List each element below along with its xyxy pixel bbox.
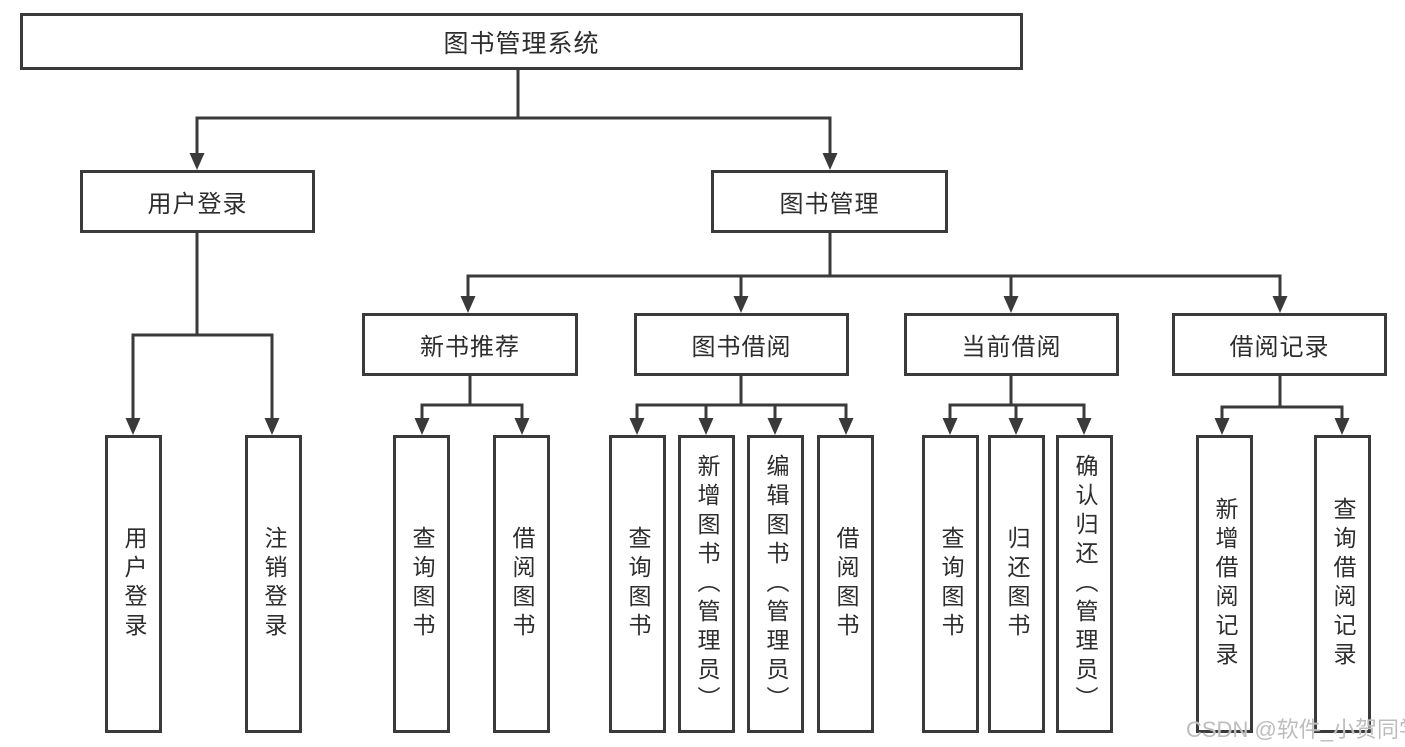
node-new-book-recommend: 新书推荐 xyxy=(362,313,578,376)
leaf-query-books-borrowing: 查询图书 xyxy=(609,435,666,733)
node-label: 归还图书 xyxy=(1004,526,1030,642)
node-book-borrowing: 图书借阅 xyxy=(634,313,849,376)
node-label: 图书管理 xyxy=(779,191,880,218)
node-label: 图书管理系统 xyxy=(443,29,600,58)
leaf-user-login: 用户登录 xyxy=(105,435,162,733)
node-label: 用户登录 xyxy=(147,191,248,218)
node-label: 图书借阅 xyxy=(691,334,792,361)
node-label: 编辑图书（管理员） xyxy=(763,453,789,715)
leaf-add-borrow-record: 新增借阅记录 xyxy=(1196,435,1253,733)
node-label: 查询图书 xyxy=(625,526,651,642)
leaf-add-book-admin: 新增图书（管理员） xyxy=(678,435,735,733)
leaf-logout: 注销登录 xyxy=(245,435,302,733)
node-label: 当前借阅 xyxy=(961,334,1062,361)
leaf-return-book: 归还图书 xyxy=(988,435,1045,733)
node-current-borrowing: 当前借阅 xyxy=(904,313,1119,376)
node-label: 查询图书 xyxy=(409,526,435,642)
csdn-watermark: CSDN @软件_小贺同学 xyxy=(1186,717,1405,742)
node-borrowing-records: 借阅记录 xyxy=(1172,313,1387,376)
node-label: 借阅图书 xyxy=(509,526,535,642)
node-label: 新增图书（管理员） xyxy=(694,453,720,715)
node-label: 新增借阅记录 xyxy=(1212,497,1238,671)
node-library-management-system: 图书管理系统 xyxy=(20,13,1023,70)
node-label: 查询图书 xyxy=(938,526,964,642)
node-label: 借阅图书 xyxy=(833,526,859,642)
leaf-borrow-books-recommend: 借阅图书 xyxy=(493,435,550,733)
node-label: 确认归还（管理员） xyxy=(1072,453,1098,715)
leaf-borrow-books-borrowing: 借阅图书 xyxy=(817,435,874,733)
node-label: 注销登录 xyxy=(261,526,287,642)
node-book-management: 图书管理 xyxy=(711,170,948,233)
node-label: 用户登录 xyxy=(121,526,147,642)
node-label: 查询借阅记录 xyxy=(1330,497,1356,671)
node-label: 借阅记录 xyxy=(1229,334,1330,361)
leaf-confirm-return-admin: 确认归还（管理员） xyxy=(1056,435,1113,733)
leaf-query-books-current: 查询图书 xyxy=(922,435,979,733)
leaf-query-borrow-record: 查询借阅记录 xyxy=(1314,435,1371,733)
node-user-login: 用户登录 xyxy=(80,170,315,233)
leaf-query-books-recommend: 查询图书 xyxy=(393,435,450,733)
leaf-edit-book-admin: 编辑图书（管理员） xyxy=(747,435,804,733)
node-label: 新书推荐 xyxy=(420,334,520,361)
